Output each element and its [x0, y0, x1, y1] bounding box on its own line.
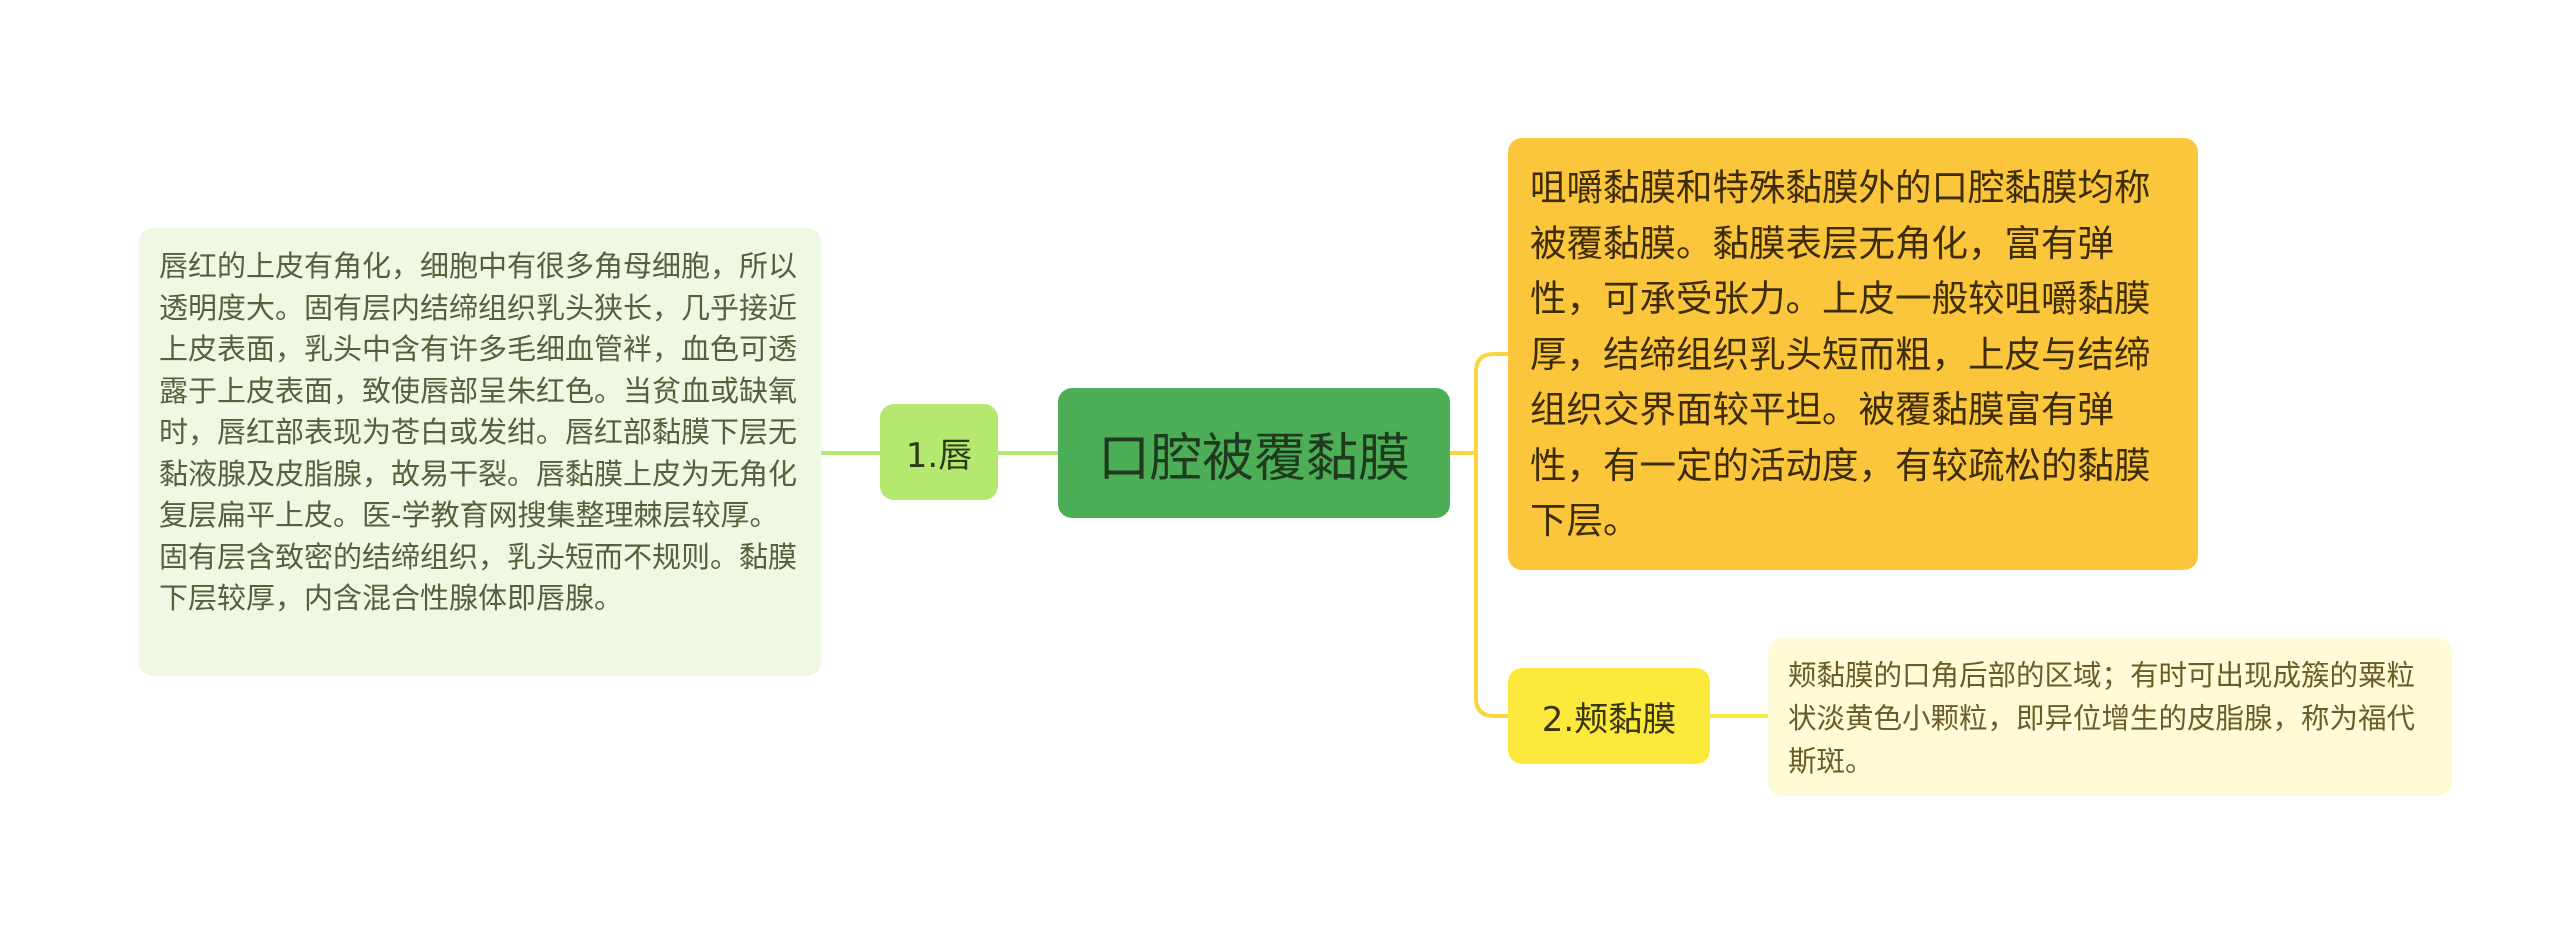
central-topic[interactable]: 口腔被覆黏膜 — [1058, 388, 1450, 518]
central-topic-label: 口腔被覆黏膜 — [1097, 428, 1410, 489]
branch-buccal-mucosa-label: 2.颊黏膜 — [1541, 699, 1677, 740]
buccal-detail-text: 颊黏膜的口角后部的区域；有时可出现成簇的粟粒状淡黄色小颗粒，即异位增生的皮脂腺，… — [1788, 659, 2416, 778]
connector-to-intro — [1474, 352, 1508, 453]
lips-detail-text: 唇红的上皮有角化，细胞中有很多角母细胞，所以透明度大。固有层内结缔组织乳头狭长，… — [159, 249, 798, 615]
connector-to-buccal — [1474, 453, 1508, 718]
lips-detail-note[interactable]: 唇红的上皮有角化，细胞中有很多角母细胞，所以透明度大。固有层内结缔组织乳头狭长，… — [139, 228, 821, 676]
buccal-detail-note[interactable]: 颊黏膜的口角后部的区域；有时可出现成簇的粟粒状淡黄色小颗粒，即异位增生的皮脂腺，… — [1768, 638, 2452, 796]
intro-text: 咀嚼黏膜和特殊黏膜外的口腔黏膜均称被覆黏膜。黏膜表层无角化，富有弹性，可承受张力… — [1530, 166, 2151, 542]
intro-note[interactable]: 咀嚼黏膜和特殊黏膜外的口腔黏膜均称被覆黏膜。黏膜表层无角化，富有弹性，可承受张力… — [1508, 138, 2198, 570]
branch-lips[interactable]: 1.唇 — [880, 404, 998, 500]
branch-buccal-mucosa[interactable]: 2.颊黏膜 — [1508, 668, 1710, 764]
branch-lips-label: 1.唇 — [905, 435, 973, 476]
